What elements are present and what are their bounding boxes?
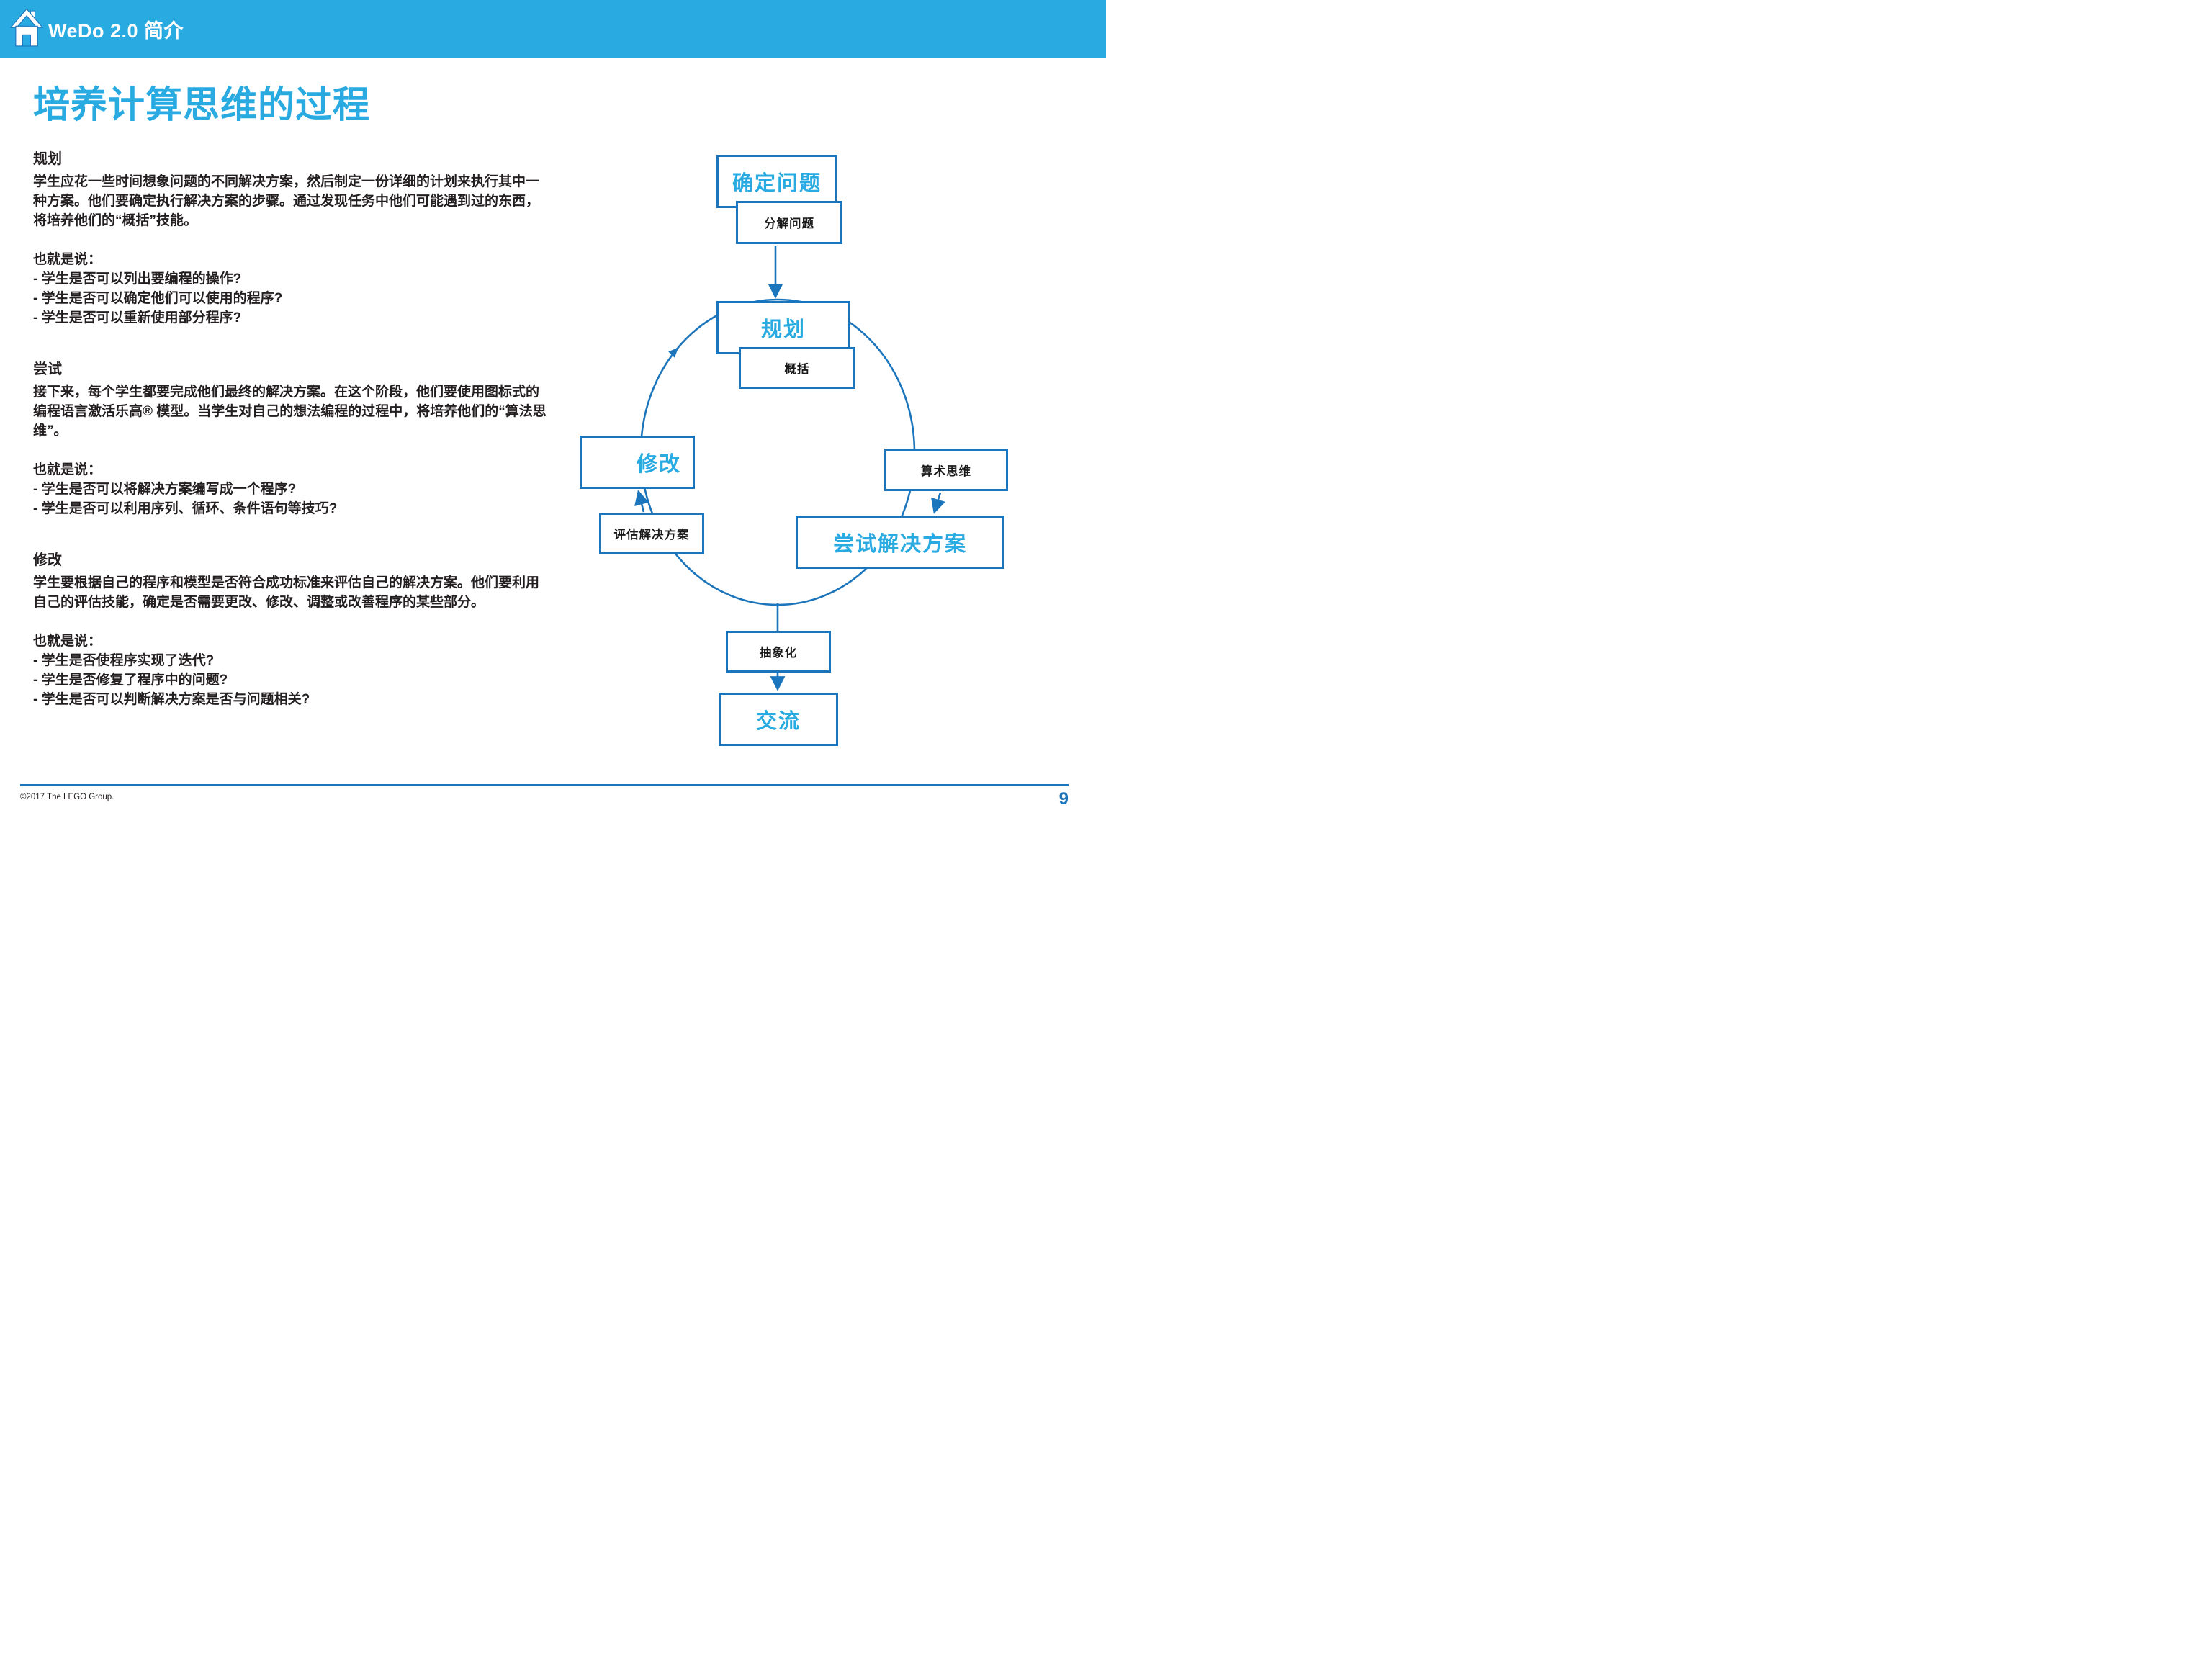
section-heading: 尝试 xyxy=(33,361,62,377)
bullet-item: - 学生是否可以列出要编程的操作? xyxy=(33,271,242,287)
bullet-item: - 学生是否修复了程序中的问题? xyxy=(33,672,228,688)
bullet-item: - 学生是否可以判断解决方案是否与问题相关? xyxy=(33,691,310,707)
arrow-evaluate-to-modify xyxy=(634,490,649,513)
home-icon[interactable] xyxy=(9,5,44,53)
bullet-item: - 学生是否可以利用序列、循环、条件语句等技巧? xyxy=(33,500,338,516)
text-column: 培养计算思维的过程 规划 学生应花一些时间想象问题的不同解决方案，然后制定一份详… xyxy=(33,84,550,739)
node-abstraction: 抽象化 xyxy=(726,631,831,673)
list-intro: 也就是说： xyxy=(33,252,102,267)
cycle-arrowhead xyxy=(668,347,679,358)
arrow-algorithmic-to-try xyxy=(931,492,945,514)
node-decompose-problem: 分解问题 xyxy=(736,201,842,244)
node-evaluate-solution: 评估解决方案 xyxy=(599,513,704,554)
node-modify: 修改 xyxy=(580,436,695,489)
header-title: WeDo 2.0 简介 xyxy=(48,19,184,42)
flow-diagram-connectors xyxy=(634,246,945,691)
copyright-text: ©2017 The LEGO Group. xyxy=(20,793,114,801)
node-algorithmic-thinking: 算术思维 xyxy=(884,449,1008,491)
node-define-problem: 确定问题 xyxy=(716,155,837,208)
section-heading: 修改 xyxy=(33,552,62,568)
node-communicate: 交流 xyxy=(719,693,838,746)
section-body: 学生应花一些时间想象问题的不同解决方案，然后制定一份详细的计划来执行其中一种方案… xyxy=(33,174,540,229)
bullet-item: - 学生是否可以确定他们可以使用的程序? xyxy=(33,290,283,306)
section-body: 学生要根据自己的程序和模型是否符合成功标准来评估自己的解决方案。他们要利用自己的… xyxy=(33,575,540,610)
node-generalize: 概括 xyxy=(739,347,855,389)
node-plan: 规划 xyxy=(716,301,850,354)
bullet-item: - 学生是否可以将解决方案编写成一个程序? xyxy=(33,481,297,497)
footer-divider xyxy=(20,784,1069,786)
bullet-item: - 学生是否可以重新使用部分程序? xyxy=(33,310,242,325)
section-modify: 修改 学生要根据自己的程序和模型是否符合成功标准来评估自己的解决方案。他们要利用… xyxy=(33,548,550,710)
section-try: 尝试 接下来，每个学生都要完成他们最终的解决方案。在这个阶段，他们要使用图标式的… xyxy=(33,357,550,519)
section-body: 接下来，每个学生都要完成他们最终的解决方案。在这个阶段，他们要使用图标式的编程语… xyxy=(33,384,547,439)
list-intro: 也就是说： xyxy=(33,633,102,649)
bullet-item: - 学生是否使程序实现了迭代? xyxy=(33,652,215,668)
section-heading: 规划 xyxy=(33,151,62,168)
header-bar: WeDo 2.0 简介 xyxy=(0,0,1106,58)
page-number: 9 xyxy=(1058,789,1069,809)
list-intro: 也就是说： xyxy=(33,462,102,477)
node-try-solution: 尝试解决方案 xyxy=(796,516,1004,569)
section-plan: 规划 学生应花一些时间想象问题的不同解决方案，然后制定一份详细的计划来执行其中一… xyxy=(33,147,550,328)
page-title: 培养计算思维的过程 xyxy=(33,84,371,125)
